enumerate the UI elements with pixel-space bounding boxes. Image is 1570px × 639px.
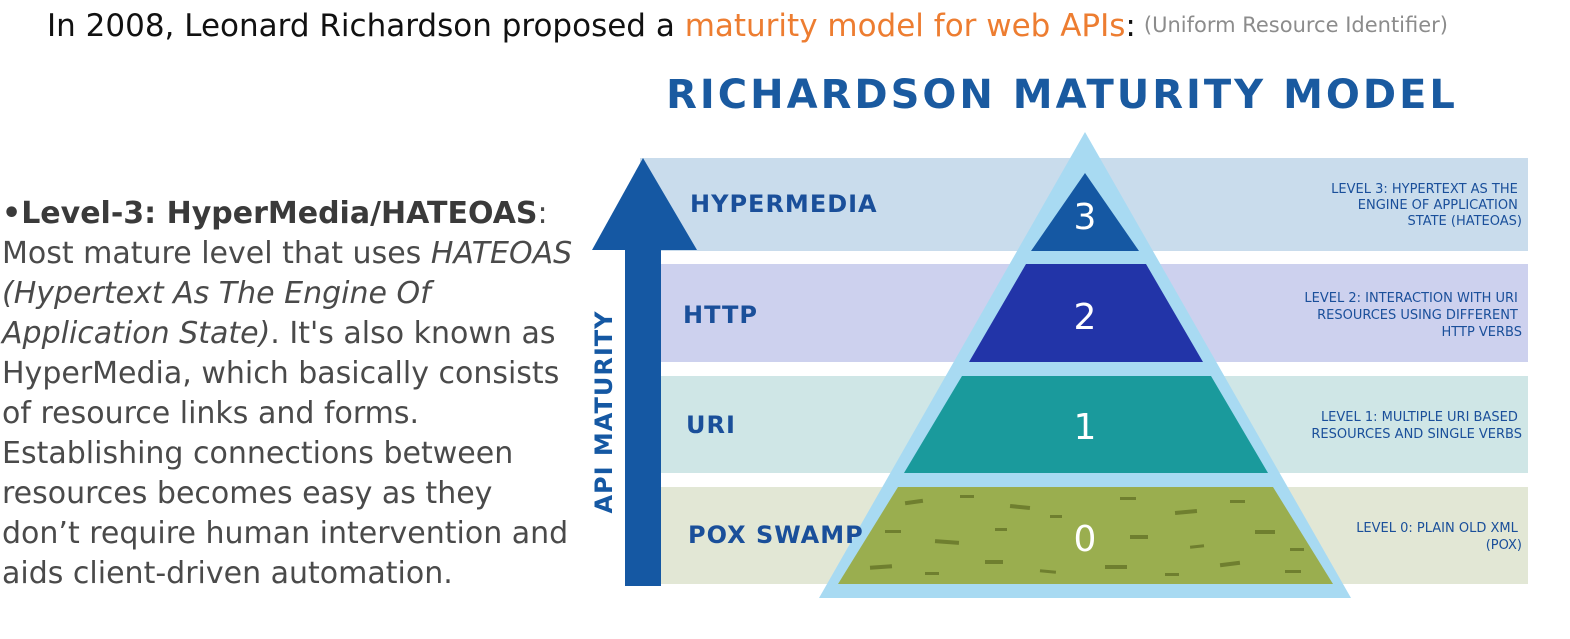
level-2-name: HTTP <box>683 301 758 329</box>
description-italic: HATEOAS (Hypertext As The Engine Of Appl… <box>2 236 573 351</box>
tier-level-0 <box>838 487 1333 584</box>
description-text-1: Most mature level that uses <box>2 236 431 271</box>
headline-note: (Uniform Resource Identifier) <box>1143 13 1448 37</box>
level-term: Level-3: HyperMedia/HATEOAS <box>21 196 538 231</box>
level-2-desc-line: RESOURCES USING DIFFERENT <box>1317 308 1518 323</box>
tier-level-1 <box>904 376 1268 473</box>
tier-level-3 <box>1031 173 1139 251</box>
level-1-number: 1 <box>1074 407 1097 448</box>
pyramid-outline <box>819 132 1351 598</box>
diagram-title: RICHARDSON MATURITY MODEL <box>666 72 1458 118</box>
headline-suffix: : <box>1125 8 1136 44</box>
level-descriptions: LEVEL 3: HYPERTEXT AS THE ENGINE OF APPL… <box>1304 182 1522 553</box>
bullet: • <box>2 196 22 231</box>
headline-prefix: In 2008, Leonard Richardson proposed a <box>47 8 685 44</box>
level-0-desc: LEVEL 0: PLAIN OLD XML (POX) <box>1356 521 1522 553</box>
level-names: HYPERMEDIA HTTP URI POX SWAMP <box>683 190 878 549</box>
level-2-desc-line: HTTP VERBS <box>1442 325 1522 340</box>
level-1-desc: LEVEL 1: MULTIPLE URI BASED RESOURCES AN… <box>1311 410 1522 442</box>
tier-level-2 <box>969 264 1203 362</box>
maturity-arrow <box>592 158 697 586</box>
level-2-number: 2 <box>1074 297 1097 338</box>
level-1-desc-line: RESOURCES AND SINGLE VERBS <box>1311 427 1522 442</box>
level-0-desc-line: LEVEL 0: PLAIN OLD XML <box>1356 521 1518 536</box>
level-3-name: HYPERMEDIA <box>690 190 878 218</box>
level-0-number: 0 <box>1074 519 1097 560</box>
term-colon: : <box>537 196 548 231</box>
level-1-desc-line: LEVEL 1: MULTIPLE URI BASED <box>1321 410 1518 425</box>
level-3-desc-line: STATE (HATEOAS) <box>1408 214 1522 229</box>
level-2-desc-line: LEVEL 2: INTERACTION WITH URI <box>1304 291 1517 306</box>
level-3-desc-line: ENGINE OF APPLICATION <box>1358 198 1518 213</box>
headline: In 2008, Leonard Richardson proposed a m… <box>47 8 1448 44</box>
level-1-name: URI <box>686 411 736 439</box>
level-2-desc: LEVEL 2: INTERACTION WITH URI RESOURCES … <box>1304 291 1522 340</box>
arrow-head <box>592 158 697 250</box>
level-3-desc-line: LEVEL 3: HYPERTEXT AS THE <box>1331 182 1518 197</box>
level-3-desc: LEVEL 3: HYPERTEXT AS THE ENGINE OF APPL… <box>1331 182 1522 229</box>
tier-numbers: 3 2 1 0 <box>1074 197 1097 560</box>
swamp-texture <box>869 495 1304 576</box>
axis-label: API MATURITY <box>590 310 618 513</box>
description-text-2: . It's also known as HyperMedia, which b… <box>2 316 569 591</box>
level-0-name: POX SWAMP <box>688 521 864 549</box>
level-0-desc-line: (POX) <box>1486 538 1522 553</box>
level-description: •Level-3: HyperMedia/HATEOAS: Most mature… <box>2 194 577 594</box>
headline-highlight: maturity model for web APIs <box>684 8 1126 44</box>
level-3-number: 3 <box>1074 197 1097 238</box>
arrow-shaft <box>625 250 661 586</box>
